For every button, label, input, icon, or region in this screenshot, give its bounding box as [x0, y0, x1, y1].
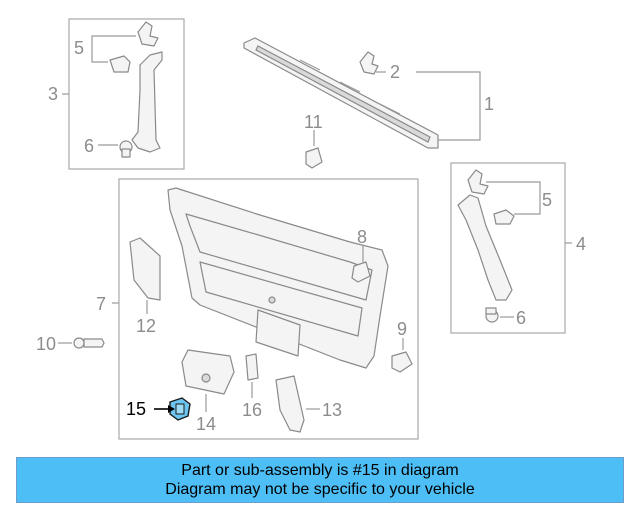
- callout-3: 3: [48, 84, 58, 104]
- part-3-pillar-trim[interactable]: [131, 51, 163, 153]
- leader-1: [416, 71, 481, 141]
- part-9-clip[interactable]: [391, 351, 413, 373]
- callout-7: 7: [96, 294, 106, 314]
- callout-13: 13: [322, 400, 342, 420]
- info-banner: Part or sub-assembly is #15 in diagram D…: [16, 457, 624, 503]
- part-4-pillar-trim[interactable]: [457, 194, 513, 301]
- part-5-clip-upper-left[interactable]: [137, 21, 159, 47]
- part-13-handle-cover[interactable]: [275, 375, 305, 433]
- callout-12: 12: [136, 316, 156, 336]
- callout-16: 16: [242, 400, 262, 420]
- callout-1: 1: [484, 94, 494, 114]
- part-16-clip[interactable]: [245, 353, 259, 381]
- callout-10: 10: [36, 334, 56, 354]
- callout-9: 9: [397, 319, 407, 339]
- leader-15-arrowhead: [168, 405, 175, 413]
- group-box-7: [118, 178, 419, 440]
- callout-6-right: 6: [516, 308, 526, 328]
- part-5-clip-lower-left[interactable]: [109, 55, 131, 73]
- leader-5-left: [91, 35, 136, 63]
- part-7-back-door-trim[interactable]: [167, 187, 389, 369]
- part-5-clip-lower-right[interactable]: [493, 209, 515, 225]
- part-6-fastener-right[interactable]: [485, 307, 499, 323]
- part-14-bracket[interactable]: [181, 349, 235, 395]
- banner-line-2: Diagram may not be specific to your vehi…: [165, 481, 475, 498]
- callout-2: 2: [390, 62, 400, 82]
- callout-5-left: 5: [74, 38, 84, 58]
- leader-5-right: [486, 181, 541, 215]
- part-12-cover[interactable]: [129, 237, 161, 301]
- callout-15: 15: [126, 399, 146, 419]
- part-10-bolt[interactable]: [73, 337, 105, 349]
- part-2-clip[interactable]: [359, 51, 379, 75]
- group-box-4: [450, 162, 566, 334]
- part-6-fastener-left[interactable]: [119, 140, 133, 158]
- part-15-highlighted[interactable]: [169, 397, 191, 421]
- part-5-clip-upper-right[interactable]: [467, 169, 489, 195]
- callout-11: 11: [304, 112, 323, 132]
- part-8-clip[interactable]: [351, 261, 371, 283]
- callout-14: 14: [196, 414, 216, 434]
- banner-line-1: Part or sub-assembly is #15 in diagram: [181, 462, 459, 479]
- callout-6-left: 6: [84, 136, 94, 156]
- callout-4: 4: [576, 234, 586, 254]
- callout-8: 8: [357, 227, 367, 247]
- part-11-clip[interactable]: [305, 147, 323, 169]
- callout-5-right: 5: [542, 190, 552, 210]
- part-1-garnish[interactable]: [243, 37, 439, 149]
